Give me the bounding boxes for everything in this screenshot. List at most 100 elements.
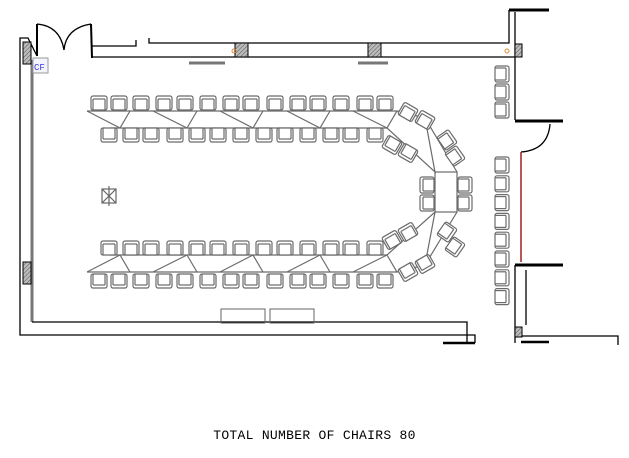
- chair: [419, 176, 435, 194]
- chair: [242, 95, 260, 111]
- chair: [397, 143, 419, 163]
- chair: [356, 95, 374, 111]
- column: [514, 326, 523, 338]
- chair: [232, 240, 250, 256]
- side-table: [269, 308, 315, 324]
- column: [514, 43, 523, 58]
- chair: [199, 273, 217, 289]
- column: [234, 42, 249, 58]
- chair: [376, 273, 394, 289]
- chair: [436, 129, 458, 151]
- chair: [494, 231, 510, 249]
- chair: [100, 127, 118, 143]
- chair: [100, 240, 118, 256]
- chair: [494, 65, 510, 83]
- chair: [444, 145, 466, 167]
- chair: [494, 194, 510, 212]
- chair: [166, 127, 184, 143]
- chair: [309, 273, 327, 289]
- chair: [232, 127, 250, 143]
- chair: [132, 95, 150, 111]
- chair: [322, 127, 340, 143]
- outer-wall-left-bottom: [19, 37, 476, 343]
- columns: [22, 41, 523, 338]
- chair: [122, 127, 140, 143]
- chair: [266, 273, 284, 289]
- chair: [110, 95, 128, 111]
- chair: [332, 95, 350, 111]
- top-wall-outer: [148, 10, 510, 44]
- chair: [494, 101, 510, 119]
- power-outlet-icon: [231, 48, 237, 54]
- chair: [199, 95, 217, 111]
- projector-icon: [101, 186, 117, 206]
- chair: [494, 250, 510, 268]
- table-row: [86, 110, 397, 129]
- chair: [209, 127, 227, 143]
- fire-point-label: CF: [32, 57, 49, 74]
- right-corridor-wall: [521, 335, 619, 345]
- chair: [188, 240, 206, 256]
- chair: [276, 240, 294, 256]
- inner-wall-bottom: [32, 321, 468, 343]
- chair: [276, 127, 294, 143]
- chair: [222, 273, 240, 289]
- chair: [444, 236, 466, 258]
- chair: [397, 102, 419, 122]
- chair: [457, 194, 473, 212]
- chair: [342, 240, 360, 256]
- chair: [414, 254, 436, 274]
- fire-point-text: CF: [34, 63, 45, 73]
- chair: [266, 95, 284, 111]
- seating-layout: [86, 65, 510, 306]
- chair: [132, 273, 150, 289]
- chair: [142, 240, 160, 256]
- column: [367, 42, 382, 58]
- chair: [414, 110, 436, 130]
- column: [22, 41, 32, 65]
- chair: [242, 273, 260, 289]
- double-door-swing: [36, 23, 92, 51]
- chair: [332, 273, 350, 289]
- chair: [494, 288, 510, 306]
- chair: [381, 230, 403, 250]
- chair: [155, 95, 173, 111]
- chair: [457, 176, 473, 194]
- chair: [309, 95, 327, 111]
- walls: [19, 8, 619, 345]
- chair: [188, 127, 206, 143]
- chair: [222, 95, 240, 111]
- chair: [494, 175, 510, 193]
- door-leaf-right: [90, 23, 93, 59]
- chair: [436, 221, 458, 243]
- chair: [381, 135, 403, 155]
- side-tables: [220, 308, 315, 324]
- chair: [289, 273, 307, 289]
- chair: [397, 222, 419, 242]
- chair: [176, 273, 194, 289]
- table-row: [86, 254, 397, 273]
- chair: [397, 262, 419, 282]
- chair: [142, 127, 160, 143]
- chair: [110, 273, 128, 289]
- chair: [494, 83, 510, 101]
- chair: [176, 95, 194, 111]
- chair: [494, 269, 510, 287]
- top-wall-segment: [92, 40, 137, 47]
- chair: [90, 273, 108, 289]
- column: [22, 261, 32, 285]
- chair: [255, 240, 273, 256]
- chair: [209, 240, 227, 256]
- chair: [376, 95, 394, 111]
- chair: [255, 127, 273, 143]
- chair: [299, 127, 317, 143]
- chair: [166, 240, 184, 256]
- chair: [494, 212, 510, 230]
- chair: [356, 273, 374, 289]
- chair: [122, 240, 140, 256]
- chair: [155, 273, 173, 289]
- chair: [299, 240, 317, 256]
- chair: [322, 240, 340, 256]
